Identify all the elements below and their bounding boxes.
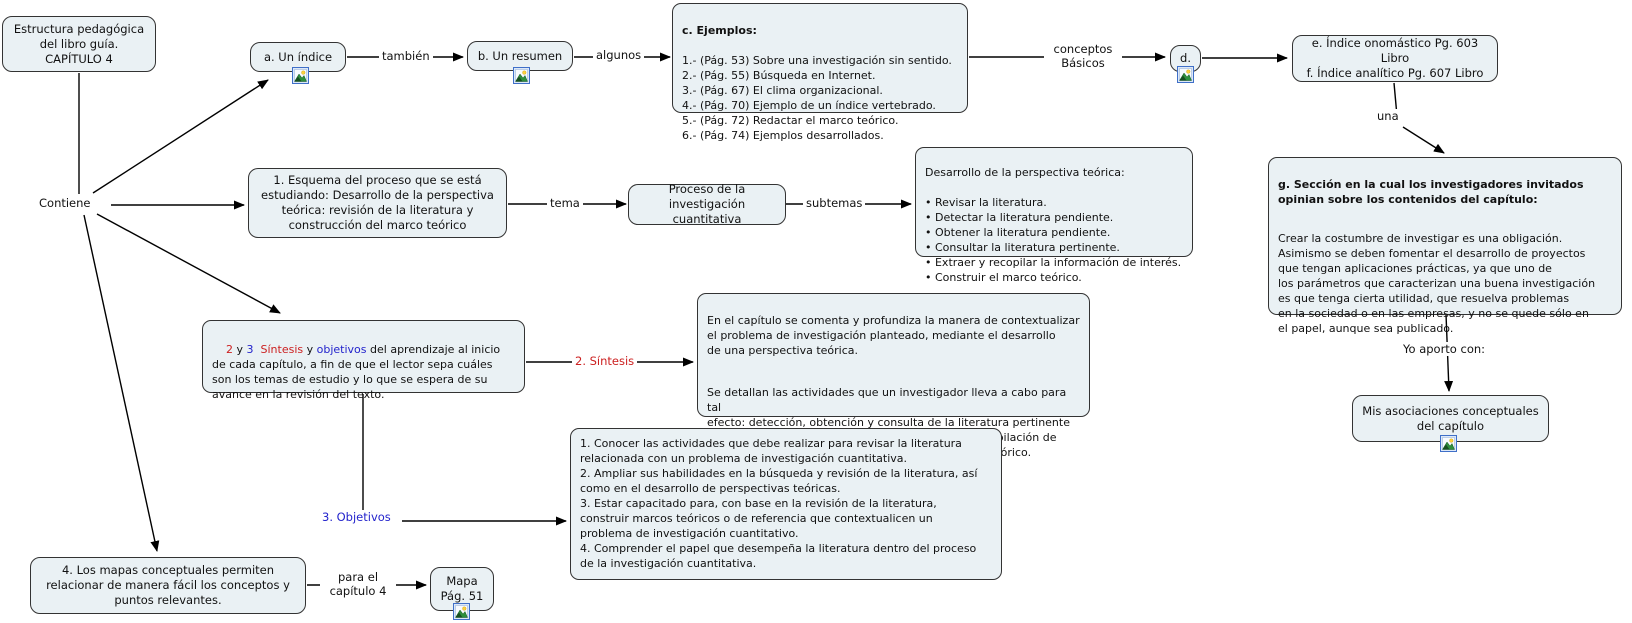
seg-rest: del aprendizaje al inicio de cada capítu… <box>212 343 501 401</box>
link-conceptos-basicos[interactable]: conceptos Básicos <box>1044 42 1122 70</box>
node-proceso-investigacion[interactable]: Proceso de la investigación cuantitativa <box>628 182 786 226</box>
link-una[interactable]: una <box>1374 109 1402 123</box>
seg-2: 2 <box>226 343 233 356</box>
image-resource-icon[interactable] <box>453 603 470 620</box>
link-sintesis[interactable]: 2. Síntesis <box>572 354 638 368</box>
node-sintesis-objetivos[interactable]: 2 y 3 Síntesis y objetivos del aprendiza… <box>202 320 525 401</box>
link-contiene[interactable]: Contiene <box>36 196 94 210</box>
seccion-title: g. Sección en la cual los investigadores… <box>1278 178 1584 206</box>
link-para-el-capitulo-4[interactable]: para el capítulo 4 <box>320 570 396 598</box>
seg-sintesis: Síntesis <box>253 343 304 356</box>
seccion-body: Crear la costumbre de investigar es una … <box>1278 232 1596 335</box>
node-estructura-pedagogica[interactable]: Estructura pedagógica del libro guía. CA… <box>2 16 156 72</box>
node-seccion-investigadores[interactable]: g. Sección en la cual los investigadores… <box>1268 157 1622 335</box>
node-sintesis-texto[interactable]: En el capítulo se comenta y profundiza l… <box>697 293 1090 459</box>
seg-objetivos: objetivos <box>316 343 367 356</box>
image-resource-icon[interactable] <box>513 67 530 84</box>
sintesis-para1: En el capítulo se comenta y profundiza l… <box>707 314 1080 357</box>
link-yo-aporto-con[interactable]: Yo aporto con: <box>1400 342 1489 356</box>
image-resource-icon[interactable] <box>1440 435 1457 452</box>
node-ejemplos[interactable]: c. Ejemplos: 1.- (Pág. 53) Sobre una inv… <box>672 3 968 142</box>
node-indices-onomastico-analitico[interactable]: e. Índice onomástico Pg. 603 Libro f. Ín… <box>1292 35 1498 82</box>
node-un-resumen[interactable]: b. Un resumen <box>467 41 573 71</box>
ejemplos-list: 1.- (Pág. 53) Sobre una investigación si… <box>682 54 952 142</box>
seg-y1: y <box>233 343 247 356</box>
ejemplos-title: c. Ejemplos: <box>682 24 757 37</box>
link-objetivos[interactable]: 3. Objetivos <box>319 510 394 524</box>
node-mapas-conceptuales[interactable]: 4. Los mapas conceptuales permiten relac… <box>30 557 306 614</box>
desarrollo-title: Desarrollo de la perspectiva teórica: <box>925 166 1125 179</box>
seg-y2: y <box>303 343 317 356</box>
node-esquema-proceso[interactable]: 1. Esquema del proceso que se está estud… <box>248 168 507 238</box>
node-objetivos-lista[interactable]: 1. Conocer las actividades que debe real… <box>570 428 1002 580</box>
desarrollo-list: • Revisar la literatura. • Detectar la l… <box>925 196 1182 284</box>
image-resource-icon[interactable] <box>1177 66 1194 83</box>
link-subtemas[interactable]: subtemas <box>803 196 866 210</box>
image-resource-icon[interactable] <box>292 67 309 84</box>
link-tema[interactable]: tema <box>547 196 583 210</box>
seg-3: 3 <box>246 343 254 356</box>
node-mis-asociaciones[interactable]: Mis asociaciones conceptuales del capítu… <box>1352 395 1549 442</box>
link-tambien[interactable]: también <box>379 49 433 63</box>
node-d[interactable]: d. <box>1170 45 1201 72</box>
node-desarrollo-perspectiva[interactable]: Desarrollo de la perspectiva teórica: • … <box>915 147 1193 284</box>
link-algunos[interactable]: algunos <box>593 48 645 62</box>
